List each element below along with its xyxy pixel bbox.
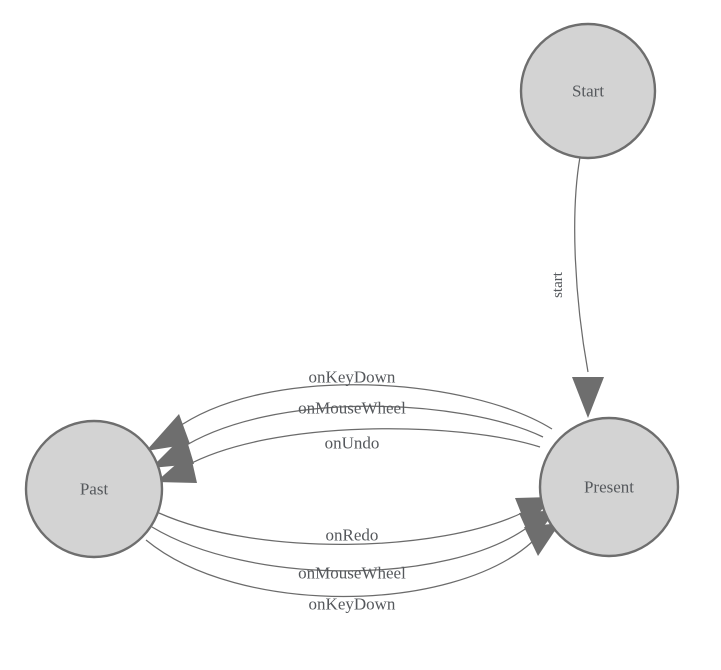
edge-label-past-present-onkeydown: onKeyDown: [309, 595, 396, 614]
edge-present-to-past-onundo-path: [185, 428, 541, 467]
edge-present-to-past-onkeydown-path: [173, 384, 553, 431]
node-present-label: Present: [584, 478, 634, 497]
arrowhead-present-top: [572, 377, 604, 418]
arrowhead-present-3: [524, 523, 560, 556]
node-start-circle: [519, 22, 657, 160]
edge-past-to-present-onkeydown[interactable]: onKeyDown: [145, 523, 560, 614]
edge-label-past-present-onmousewheel: onMouseWheel: [298, 564, 406, 583]
edge-label-present-past-onkeydown: onKeyDown: [309, 368, 396, 387]
edge-label-start: start: [550, 271, 566, 298]
node-start[interactable]: Start: [519, 22, 657, 160]
node-past-circle: [24, 419, 164, 559]
edge-past-to-present-onmousewheel-path: [151, 526, 529, 572]
edge-start-to-present-path: [574, 156, 589, 373]
node-past[interactable]: Past: [24, 419, 164, 559]
edge-label-present-past-onundo: onUndo: [325, 434, 380, 453]
edge-label-present-past-onmousewheel: onMouseWheel: [298, 399, 406, 418]
arrowhead-past-3: [156, 452, 197, 483]
edge-past-to-present-onredo[interactable]: onRedo: [158, 497, 552, 545]
edge-past-to-present-onredo-path: [158, 511, 525, 545]
edge-start-to-present[interactable]: start: [550, 156, 604, 418]
edge-past-to-present-onmousewheel[interactable]: onMouseWheel: [151, 510, 556, 583]
node-present-circle: [538, 416, 680, 558]
node-past-label: Past: [80, 480, 109, 499]
node-present[interactable]: Present: [538, 416, 680, 558]
edge-past-to-present-onkeydown-path: [145, 539, 533, 597]
edge-label-past-present-onredo: onRedo: [326, 526, 379, 545]
edge-present-to-past-onmousewheel-path: [179, 405, 544, 450]
edge-present-to-past-onundo[interactable]: onUndo: [156, 428, 541, 483]
node-start-label: Start: [572, 82, 604, 101]
